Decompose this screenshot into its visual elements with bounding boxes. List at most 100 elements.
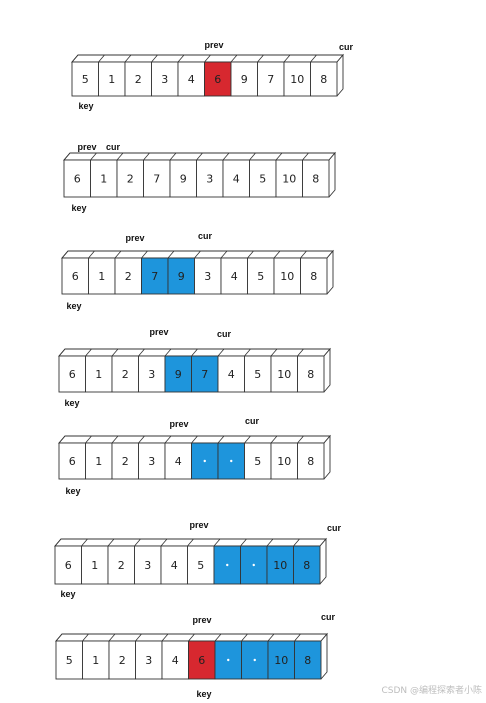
cell-dot xyxy=(227,658,230,662)
key-label: key xyxy=(196,689,211,699)
cur-label: cur xyxy=(339,42,354,52)
cell-value: 5 xyxy=(257,270,264,283)
array-cell xyxy=(188,640,216,680)
cell-top-edge xyxy=(257,54,264,63)
cell-top-edge xyxy=(160,538,168,547)
array-cell xyxy=(270,442,298,480)
cell-top-edge xyxy=(249,152,256,161)
array-cell xyxy=(270,355,298,393)
array-cell xyxy=(90,159,118,198)
cell-value: 6 xyxy=(214,73,221,86)
cell-top-edge xyxy=(135,633,142,642)
cell-top-edge xyxy=(204,54,211,63)
cell-top-edge xyxy=(90,152,97,161)
cell-value: 2 xyxy=(119,654,126,667)
cell-value: 6 xyxy=(69,455,76,468)
cell-value: 9 xyxy=(241,73,248,86)
array-cell xyxy=(302,159,330,198)
array-cell xyxy=(266,545,294,585)
array-cell xyxy=(297,442,325,480)
cell-top-edge xyxy=(241,633,248,642)
cell-top-edge xyxy=(230,54,238,63)
cell-value: 5 xyxy=(259,173,266,186)
array-cell xyxy=(111,442,139,480)
prev-label: prev xyxy=(192,615,211,625)
array-cell xyxy=(85,355,113,393)
cell-value: 3 xyxy=(148,368,155,381)
cell-value: 4 xyxy=(175,455,182,468)
cell-top-edge xyxy=(58,435,66,444)
cell-value: 8 xyxy=(310,270,317,283)
array-side-face xyxy=(320,632,328,680)
cell-dot xyxy=(253,658,256,662)
cell-top-edge xyxy=(240,538,247,547)
cell-top-edge xyxy=(108,633,116,642)
cell-value: 8 xyxy=(320,73,327,86)
cell-top-edge xyxy=(71,54,79,63)
cell-top-edge xyxy=(283,54,291,63)
cell-value: 5 xyxy=(197,559,204,572)
prev-label: prev xyxy=(149,327,168,337)
cell-value: 8 xyxy=(307,368,314,381)
prev-label: prev xyxy=(169,419,188,429)
array-side-face xyxy=(336,53,344,97)
cell-top-edge xyxy=(141,250,148,259)
cell-dot xyxy=(230,459,233,463)
cell-value: 10 xyxy=(273,559,287,572)
cur-label: cur xyxy=(321,612,336,622)
prev-label: prev xyxy=(77,142,96,152)
array-cell xyxy=(138,442,166,480)
cell-top-edge xyxy=(266,538,274,547)
array-cell xyxy=(220,257,248,295)
cell-top-edge xyxy=(270,348,278,357)
cell-top-edge xyxy=(196,152,203,161)
cell-top-edge xyxy=(161,633,169,642)
cell-top-edge xyxy=(302,152,309,161)
array-cell xyxy=(283,61,311,97)
cell-value: 9 xyxy=(175,368,182,381)
cell-top-edge xyxy=(270,435,278,444)
cell-value: 3 xyxy=(204,270,211,283)
cell-top-edge xyxy=(222,152,230,161)
cell-top-edge xyxy=(85,348,92,357)
cell-value: 8 xyxy=(307,455,314,468)
cell-value: 5 xyxy=(66,654,73,667)
array-cell xyxy=(267,640,295,680)
array-side-face xyxy=(319,537,327,585)
array-cell xyxy=(187,545,215,585)
cell-dot xyxy=(203,459,206,463)
array-cell xyxy=(71,61,99,97)
cur-label: cur xyxy=(198,231,213,241)
cell-top-edge xyxy=(217,435,225,444)
cell-top-edge xyxy=(114,250,122,259)
cell-top-edge xyxy=(143,152,150,161)
array-cell xyxy=(257,61,285,97)
cell-top-edge xyxy=(188,633,195,642)
array-cell xyxy=(116,159,144,198)
cell-value: 6 xyxy=(198,654,205,667)
cell-top-edge xyxy=(191,348,198,357)
array-cell xyxy=(160,545,188,585)
cell-value: 5 xyxy=(254,455,261,468)
cell-value: 7 xyxy=(151,270,158,283)
array-cell xyxy=(300,257,328,295)
cell-value: 2 xyxy=(122,368,129,381)
array-cell xyxy=(297,355,325,393)
cell-value: 2 xyxy=(135,73,142,86)
cell-top-edge xyxy=(54,538,62,547)
array-cell xyxy=(177,61,205,97)
cell-top-edge xyxy=(111,435,119,444)
cell-value: 9 xyxy=(180,173,187,186)
cell-top-edge xyxy=(297,435,304,444)
array-cell xyxy=(310,61,338,97)
array-cell xyxy=(275,159,303,198)
cell-value: 10 xyxy=(277,455,291,468)
cell-value: 1 xyxy=(95,455,102,468)
cell-top-edge xyxy=(138,435,145,444)
cell-top-edge xyxy=(187,538,194,547)
cell-value: 9 xyxy=(178,270,185,283)
cell-top-edge xyxy=(275,152,283,161)
cell-value: 1 xyxy=(92,654,99,667)
